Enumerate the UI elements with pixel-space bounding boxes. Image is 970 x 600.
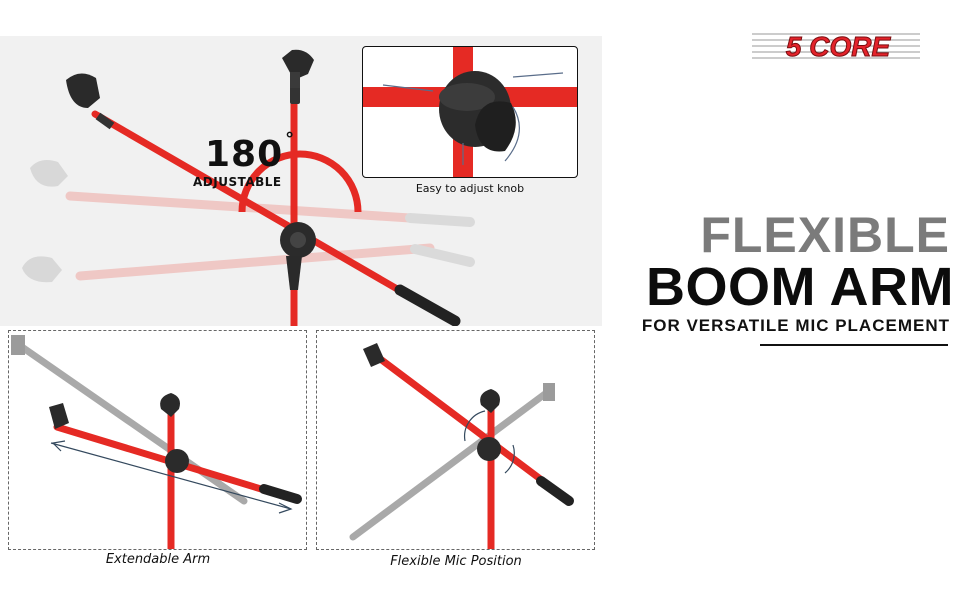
extendable-arm-illustration (11, 335, 302, 549)
arm-mic-clip-icon (49, 403, 69, 429)
flexible-position-panel (316, 330, 595, 550)
headline-divider (760, 344, 948, 346)
boom-arm (91, 110, 434, 312)
extendable-arm-panel (8, 330, 307, 550)
stand-mic-clip-icon (480, 389, 500, 413)
degree-symbol: ° (285, 129, 296, 150)
stand-mic-clip-icon (160, 393, 180, 417)
flexible-position-illustration (349, 343, 574, 549)
ghost-arm-lower (22, 243, 475, 283)
brand-logo: 5 CORE (752, 28, 920, 64)
svg-text:5 CORE: 5 CORE (786, 31, 892, 62)
5core-logo-icon: 5 CORE (752, 31, 920, 63)
headline-line1: FLEXIBLE (700, 207, 950, 263)
headline-line2: BOOM ARM (646, 257, 954, 317)
boom-rotation-illustration (22, 49, 475, 326)
knob-closeup-illustration (363, 47, 577, 177)
rotation-label: ADJUSTABLE (193, 175, 282, 189)
headline-subtitle: FOR VERSATILE MIC PLACEMENT (641, 316, 950, 335)
arm-mic-clip-icon (363, 343, 385, 367)
extendable-arm-caption: Extendable Arm (105, 552, 211, 567)
boom-mic-clip-icon (66, 73, 100, 108)
knob-inset (362, 46, 578, 178)
flexible-position-caption: Flexible Mic Position (390, 554, 522, 569)
hero-panel: 180° ADJUSTABLE Easy to adjust knob (0, 36, 602, 326)
rotation-arc (238, 150, 362, 213)
rotation-degree: 180° (205, 129, 296, 175)
knob-caption: Easy to adjust knob (415, 182, 525, 195)
